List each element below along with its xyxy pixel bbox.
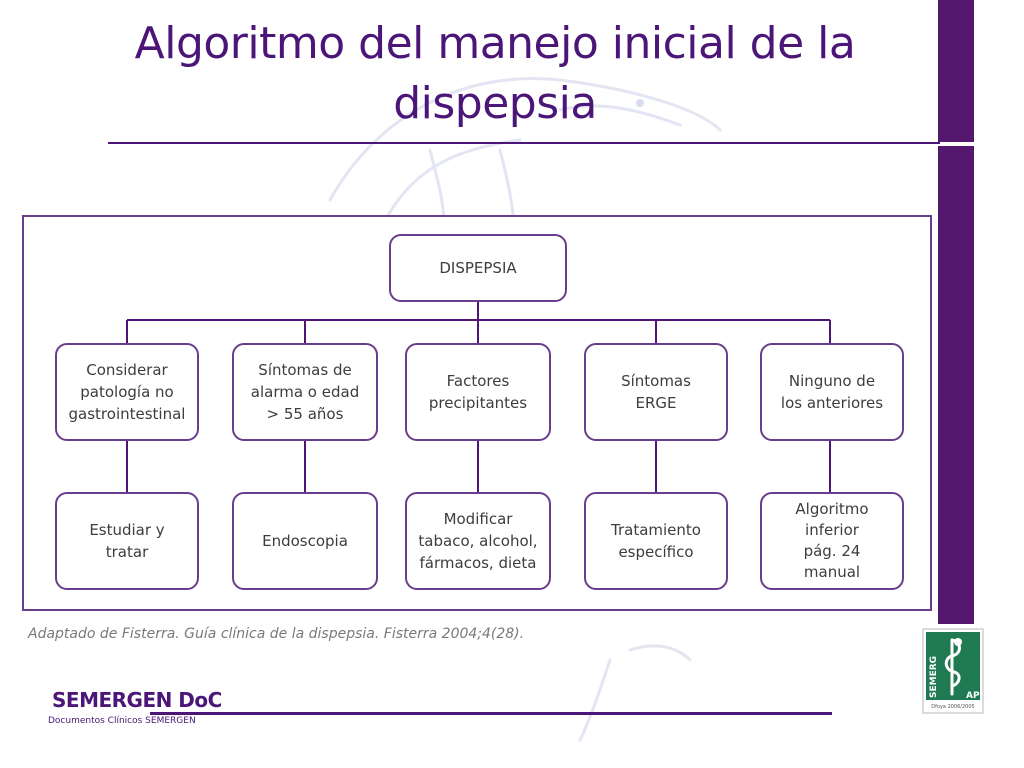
node-condition-1: Considerar patología no gastrointestinal (55, 343, 199, 441)
title-line-2: dispepsia (393, 78, 597, 129)
decorative-side-bar-bottom (938, 146, 974, 624)
decorative-side-bar-top (938, 0, 974, 142)
page-title: Algoritmo del manejo inicial de la dispe… (60, 14, 930, 134)
node-action-5: Algoritmo inferior pág. 24 manual (760, 492, 904, 590)
title-line-1: Algoritmo del manejo inicial de la (134, 18, 856, 69)
brand-subtitle: Documentos Clínicos SEMERGEN (48, 716, 196, 726)
node-condition-2: Síntomas de alarma o edad > 55 años (232, 343, 378, 441)
logo-caption: Dfoya 2006/2005 (931, 704, 974, 710)
node-action-3: Modificar tabaco, alcohol, fármacos, die… (405, 492, 551, 590)
footer-divider (150, 712, 832, 715)
node-condition-3: Factores precipitantes (405, 343, 551, 441)
node-action-1: Estudiar y tratar (55, 492, 199, 590)
node-condition-5: Ninguno de los anteriores (760, 343, 904, 441)
semergen-logo: SEMERG AP Dfoya 2006/2005 (922, 628, 984, 714)
node-condition-4: Síntomas ERGE (584, 343, 728, 441)
node-root-dispepsia: DISPEPSIA (389, 234, 567, 302)
logo-badge-text: AP (966, 691, 980, 701)
title-divider (108, 142, 940, 144)
brand-name: SEMERGEN DoC (52, 688, 222, 712)
source-citation: Adaptado de Fisterra. Guía clínica de la… (28, 626, 525, 642)
node-action-2: Endoscopia (232, 492, 378, 590)
node-action-4: Tratamiento específico (584, 492, 728, 590)
logo-vertical-text: SEMERG (929, 656, 939, 698)
